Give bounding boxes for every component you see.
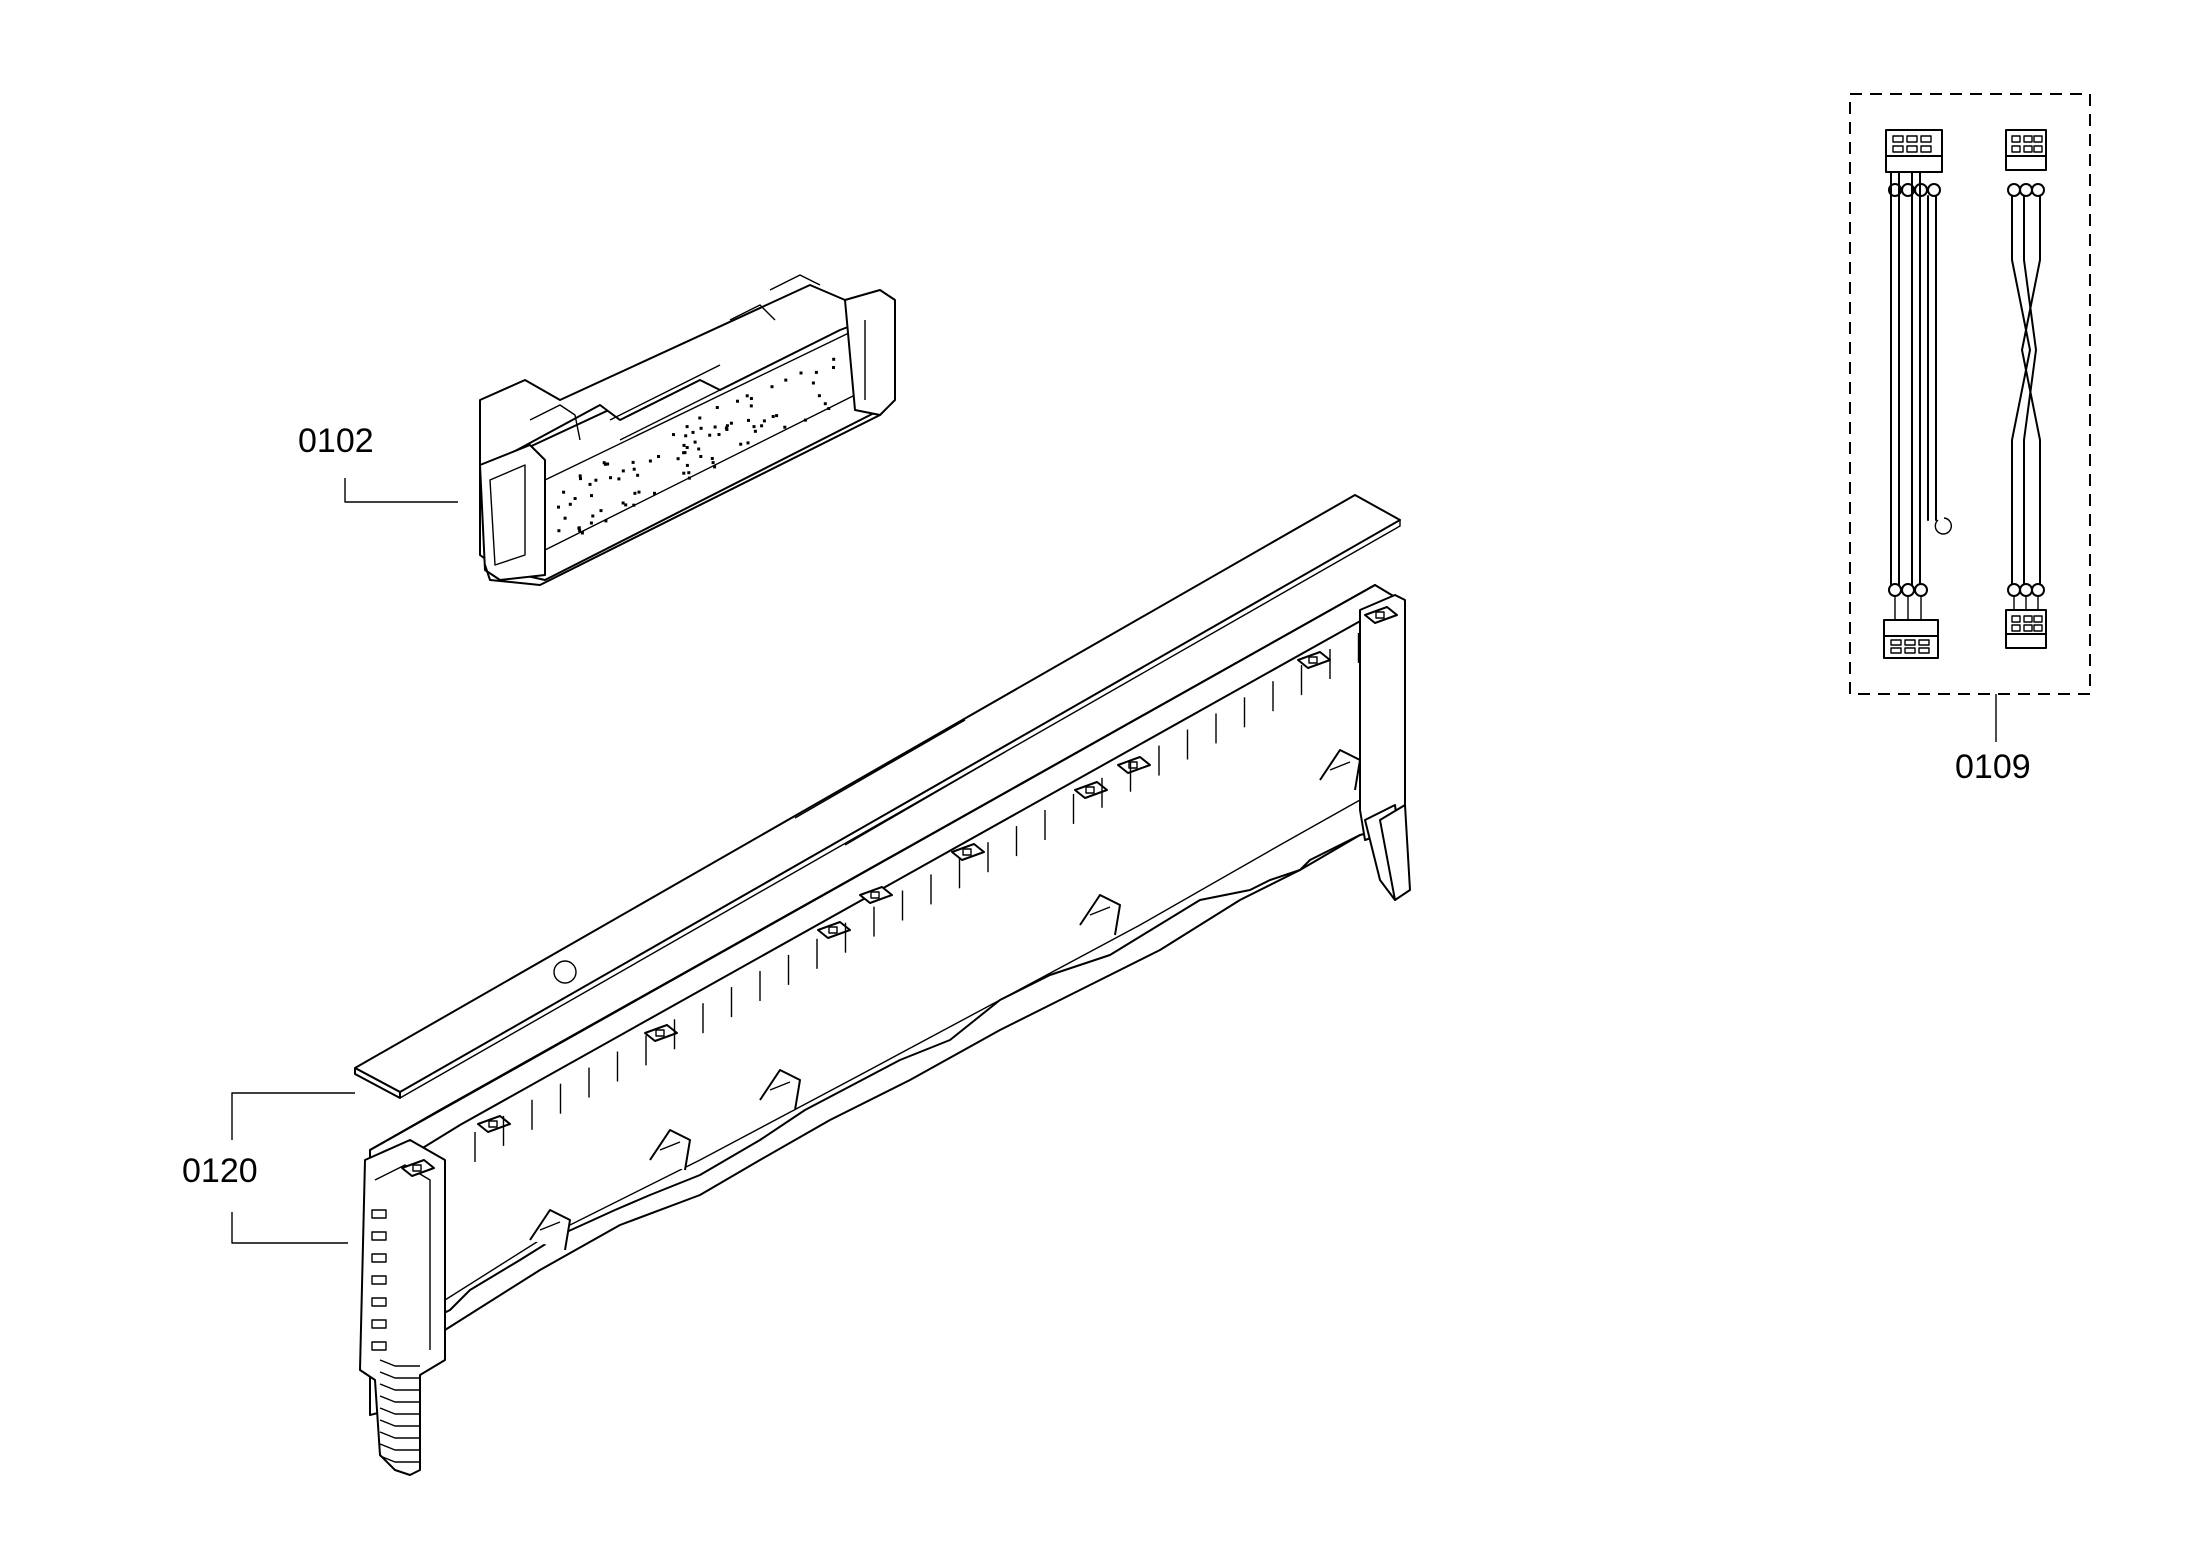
leader-line-0120-lower bbox=[231, 1212, 348, 1244]
control-module-drawing bbox=[479, 274, 896, 586]
callout-0109: 0109 bbox=[1955, 748, 2031, 786]
callout-0102: 0102 bbox=[298, 422, 374, 460]
control-panel-drawing bbox=[354, 494, 1411, 1476]
leader-line-0120-upper bbox=[231, 1092, 355, 1140]
harness-group-box bbox=[1849, 93, 2091, 695]
cable-harness-twisted bbox=[2005, 129, 2047, 649]
leader-line-0102 bbox=[344, 478, 458, 503]
cable-harness-straight bbox=[1883, 129, 1953, 659]
pcb-components bbox=[557, 357, 836, 535]
callout-0120: 0120 bbox=[182, 1152, 258, 1190]
